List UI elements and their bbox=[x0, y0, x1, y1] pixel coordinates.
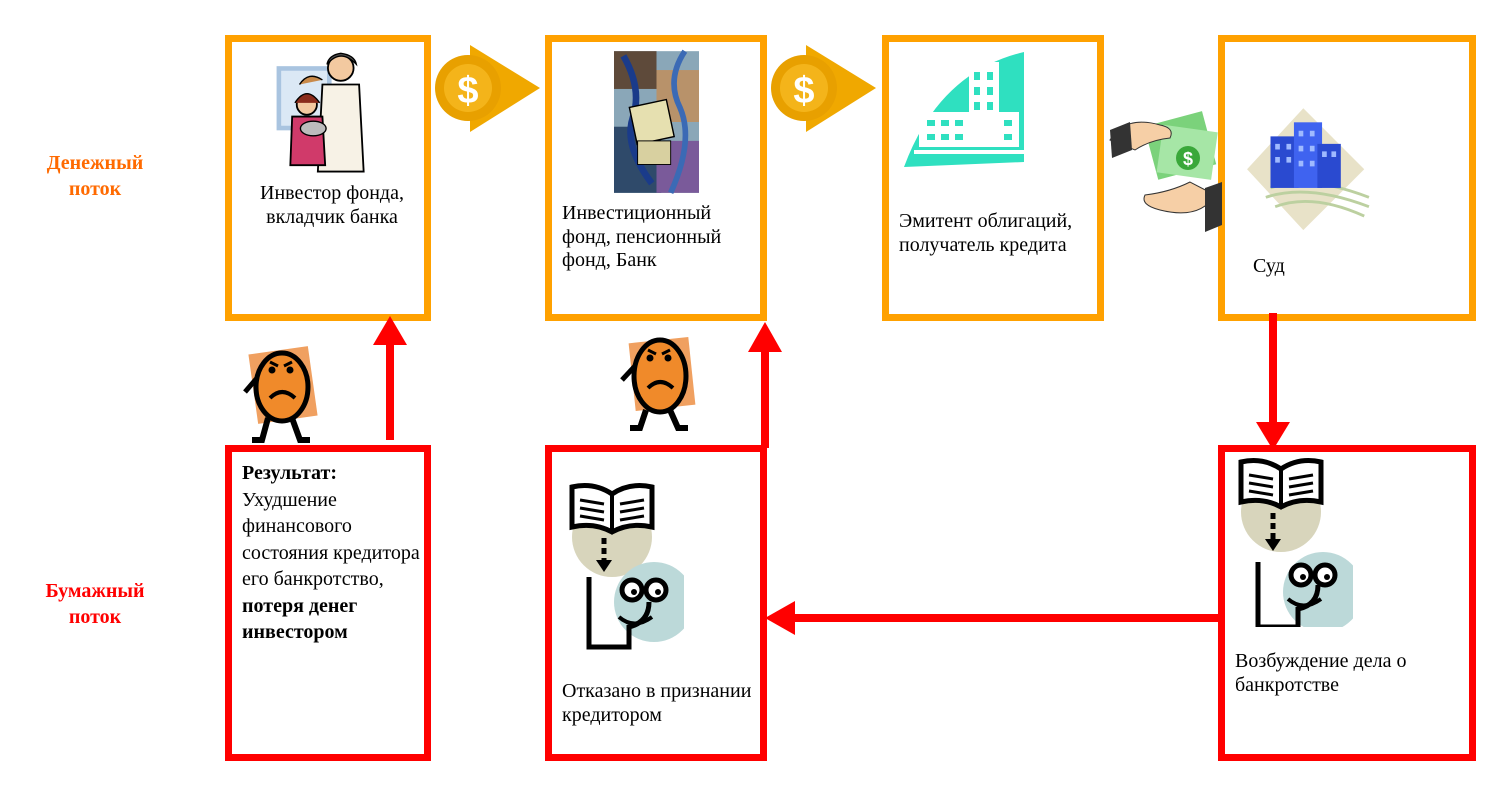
court-building-icon bbox=[1247, 108, 1370, 231]
bankruptcy-text: Возбуждение дела о банкротстве bbox=[1235, 650, 1407, 696]
fund-clipart-icon bbox=[614, 49, 699, 195]
result-body: Ухудшение финансового состояния кредитор… bbox=[242, 488, 420, 591]
bankruptcy-box: Возбуждение дела о банкротстве bbox=[1218, 445, 1476, 761]
svg-text:$: $ bbox=[1183, 149, 1193, 169]
arrow-down-court bbox=[1256, 313, 1290, 450]
investor-clipart-icon bbox=[276, 52, 365, 173]
issuer-text: Эмитент облигаций, получатель кредита bbox=[899, 210, 1073, 256]
sad-face-icon-2 bbox=[620, 337, 696, 431]
result-title: Результат: bbox=[242, 462, 338, 484]
fund-box: Инвестиционный фонд, пенсионный фонд, Ба… bbox=[545, 35, 767, 321]
money-hands-icon: $ bbox=[1109, 111, 1222, 232]
paper-flow-label: Бумажный поток bbox=[45, 580, 145, 628]
arrow-up-investor bbox=[373, 316, 407, 440]
reading-person-icon-2 bbox=[1238, 458, 1353, 627]
arrow-up-fund bbox=[748, 322, 782, 448]
refused-text: Отказано в признании кредитором bbox=[562, 680, 752, 726]
result-text: Результат: Ухудшение финансового состоян… bbox=[242, 460, 422, 646]
coin-symbol: $ bbox=[457, 70, 478, 112]
dollar-coin-arrow-icon-2: $ bbox=[771, 45, 876, 132]
reading-person-icon bbox=[569, 483, 684, 650]
sad-face-icon bbox=[243, 346, 318, 443]
building-clipart-icon bbox=[904, 52, 1024, 167]
refused-box: Отказано в признании кредитором bbox=[545, 445, 767, 761]
money-flow-label: Денежный поток bbox=[46, 152, 144, 200]
dollar-coin-arrow-icon: $ bbox=[435, 45, 540, 132]
fund-text: Инвестиционный фонд, пенсионный фонд, Ба… bbox=[562, 202, 722, 271]
court-text: Суд bbox=[1253, 255, 1285, 277]
investor-text: Инвестор фонда, вкладчик банка bbox=[260, 182, 404, 228]
court-box: Суд bbox=[1218, 35, 1476, 321]
result-box: Результат: Ухудшение финансового состоян… bbox=[225, 445, 431, 761]
result-emphasis: потеря денег инвестором bbox=[242, 594, 358, 644]
investor-box: Инвестор фонда, вкладчик банка bbox=[225, 35, 431, 321]
issuer-box: Эмитент облигаций, получатель кредита bbox=[882, 35, 1104, 321]
arrow-left-bankruptcy bbox=[765, 601, 1220, 635]
coin-symbol-2: $ bbox=[793, 70, 814, 112]
